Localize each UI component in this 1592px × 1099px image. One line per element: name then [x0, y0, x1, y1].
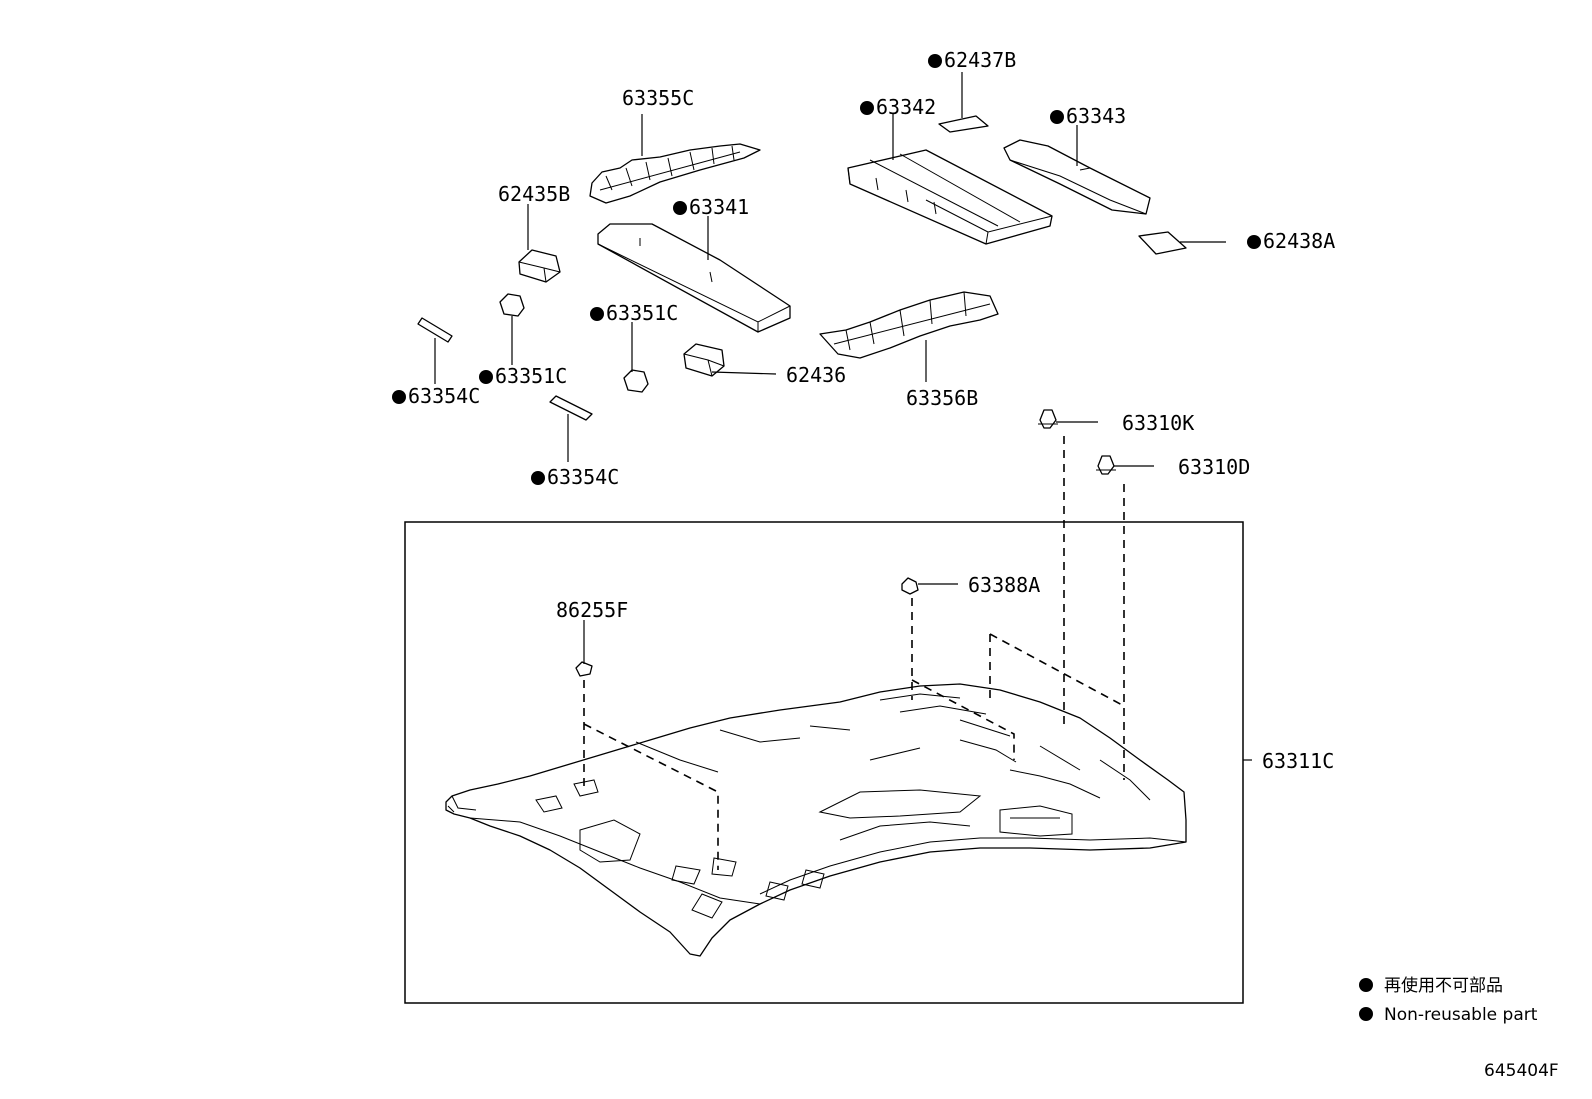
part-63343-shape [1003, 139, 1151, 215]
part-63356b-shape [819, 291, 999, 359]
part-63342-shape [847, 149, 1053, 245]
dashed-guide-right [989, 633, 1125, 707]
part-63310d-shape [1096, 455, 1116, 475]
label-86255f[interactable]: 86255F [556, 598, 628, 622]
legend-japanese: 再使用不可部品 [1384, 975, 1503, 996]
svg-text:63342: 63342 [876, 95, 936, 119]
svg-text:63310D: 63310D [1178, 455, 1250, 479]
label-62438a[interactable]: 62438A [1247, 229, 1335, 253]
label-63388a[interactable]: 63388A [968, 573, 1040, 597]
part-63388a-shape [901, 577, 919, 595]
svg-text:63388A: 63388A [968, 573, 1040, 597]
dashed-guide-86255f [583, 680, 719, 870]
svg-text:62435B: 62435B [498, 182, 570, 206]
svg-text:63354C: 63354C [547, 465, 619, 489]
svg-text:63310K: 63310K [1122, 411, 1194, 435]
part-63341-shape [597, 223, 791, 333]
part-63310k-shape [1038, 409, 1058, 429]
legend: 再使用不可部品 Non-reusable part [1359, 975, 1538, 1025]
svg-text:63351C: 63351C [495, 364, 567, 388]
label-63310k[interactable]: 63310K [1122, 411, 1194, 435]
svg-text:63341: 63341 [689, 195, 749, 219]
label-63341[interactable]: 63341 [673, 195, 749, 219]
part-63351c-b-shape [623, 369, 649, 393]
diagram-id: 645404F [1484, 1061, 1559, 1081]
part-62438a-shape [1138, 231, 1187, 255]
svg-text:63311C: 63311C [1262, 749, 1334, 773]
part-63355c-shape [589, 143, 761, 204]
part-62437b-shape [938, 115, 989, 133]
label-63311c[interactable]: 63311C [1262, 749, 1334, 773]
label-62437b[interactable]: 62437B [928, 48, 1016, 72]
label-63354c-lower[interactable]: 63354C [531, 465, 619, 489]
legend-dot-icon [1359, 1007, 1373, 1021]
part-63354c-a-shape [417, 317, 453, 343]
label-63343[interactable]: 63343 [1050, 104, 1126, 128]
label-62436[interactable]: 62436 [786, 363, 846, 387]
part-63351c-a-shape [499, 293, 525, 317]
label-63342[interactable]: 63342 [860, 95, 936, 119]
label-62435b[interactable]: 62435B [498, 182, 570, 206]
label-63351c-left[interactable]: 63351C [479, 364, 567, 388]
svg-text:63351C: 63351C [606, 301, 678, 325]
legend-dot-icon [1359, 978, 1373, 992]
svg-text:62436: 62436 [786, 363, 846, 387]
part-63311c-shape [445, 683, 1187, 957]
label-63310d[interactable]: 63310D [1178, 455, 1250, 479]
label-63356b[interactable]: 63356B [906, 386, 978, 410]
legend-english: Non-reusable part [1384, 1005, 1538, 1025]
svg-text:63355C: 63355C [622, 86, 694, 110]
part-63354c-b-shape [549, 395, 593, 421]
svg-text:62438A: 62438A [1263, 229, 1335, 253]
label-63354c-upper[interactable]: 63354C [392, 384, 480, 408]
svg-text:63354C: 63354C [408, 384, 480, 408]
svg-text:63356B: 63356B [906, 386, 978, 410]
assembly-63311c-box [404, 521, 1244, 1004]
dashed-guide-63388a [911, 598, 1015, 760]
label-63355c[interactable]: 63355C [622, 86, 694, 110]
part-86255f-shape [575, 661, 593, 677]
part-62435b-shape [518, 249, 561, 283]
svg-text:62437B: 62437B [944, 48, 1016, 72]
svg-text:86255F: 86255F [556, 598, 628, 622]
label-63351c-right[interactable]: 63351C [590, 301, 678, 325]
svg-text:63343: 63343 [1066, 104, 1126, 128]
part-62436-shape [683, 343, 725, 377]
